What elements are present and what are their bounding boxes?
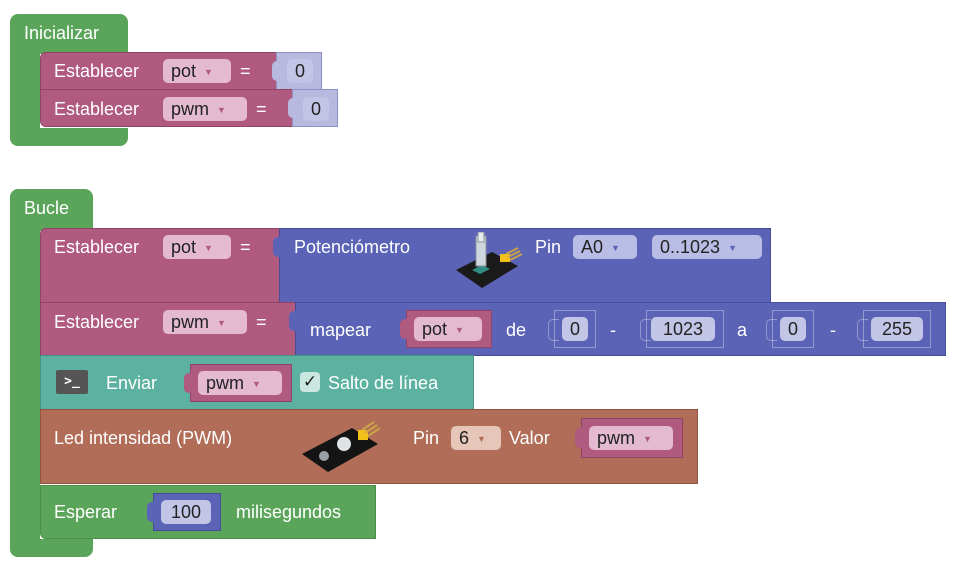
set-pot-block[interactable] xyxy=(40,52,280,90)
potentiometer-module-image xyxy=(456,232,522,288)
number-field[interactable]: 0 xyxy=(303,97,329,121)
equals-sign: = xyxy=(256,312,267,332)
number-socket xyxy=(863,310,931,348)
socket-notch xyxy=(147,502,157,522)
socket-notch xyxy=(272,61,282,81)
terminal-icon: >_ xyxy=(56,370,88,394)
map-label: mapear xyxy=(310,320,372,340)
to-low-field[interactable]: 0 xyxy=(780,317,806,341)
number-socket xyxy=(772,310,814,348)
loop-block-header[interactable] xyxy=(10,189,93,231)
pin-value: A0 xyxy=(581,237,604,257)
dropdown-arrow-icon: ▼ xyxy=(204,243,213,254)
dropdown-arrow-icon: ▼ xyxy=(204,67,213,78)
variable-dropdown-pwm[interactable]: pwm ▼ xyxy=(198,371,282,395)
dropdown-arrow-icon: ▼ xyxy=(217,318,226,329)
led-label: Led intensidad (PWM) xyxy=(54,428,233,448)
variable-name: pot xyxy=(171,237,197,257)
from-low-field[interactable]: 0 xyxy=(562,317,588,341)
init-block-title: Inicializar xyxy=(24,23,100,43)
wait-label: Esperar xyxy=(54,502,118,522)
range-dropdown[interactable]: 0..1023 ▼ xyxy=(652,235,762,259)
dropdown-arrow-icon: ▼ xyxy=(477,434,486,445)
wait-unit-label: milisegundos xyxy=(236,502,342,522)
variable-name: pwm xyxy=(206,373,245,393)
number-socket xyxy=(554,310,596,348)
dropdown-arrow-icon: ▼ xyxy=(611,243,620,254)
variable-name: pwm xyxy=(171,312,210,332)
dropdown-arrow-icon: ▼ xyxy=(252,379,261,390)
socket-notch xyxy=(288,98,298,118)
init-block-footer xyxy=(10,128,128,146)
loop-block-footer xyxy=(10,539,93,557)
wait-ms-field[interactable]: 100 xyxy=(161,500,211,524)
dropdown-arrow-icon: ▼ xyxy=(455,325,464,336)
loop-block-arm xyxy=(10,225,40,557)
range-value: 0..1023 xyxy=(660,237,721,257)
value-label: Valor xyxy=(509,428,550,448)
init-block-header[interactable] xyxy=(10,14,128,54)
socket-notch xyxy=(640,319,651,341)
potentiometer-label: Potenciómetro xyxy=(294,237,411,257)
dash: - xyxy=(830,320,836,340)
set-label: Establecer xyxy=(54,61,140,81)
pin-label: Pin xyxy=(413,428,440,448)
from-high-field[interactable]: 1023 xyxy=(651,317,715,341)
newline-checkbox[interactable]: ✓ xyxy=(300,372,320,392)
variable-name: pwm xyxy=(597,428,636,448)
socket-notch xyxy=(289,311,299,331)
socket-notch xyxy=(184,373,194,393)
number-socket xyxy=(646,310,724,348)
variable-dropdown-pot[interactable]: pot ▼ xyxy=(414,317,482,341)
variable-name: pot xyxy=(171,61,197,81)
variable-name: pwm xyxy=(171,99,210,119)
pin-label: Pin xyxy=(535,237,562,257)
set-label: Establecer xyxy=(54,99,140,119)
variable-dropdown-pwm[interactable]: pwm ▼ xyxy=(589,426,673,450)
dropdown-arrow-icon: ▼ xyxy=(217,105,226,116)
to-high-field[interactable]: 255 xyxy=(871,317,923,341)
send-label: Enviar xyxy=(106,373,158,393)
equals-sign: = xyxy=(240,61,251,81)
socket-notch xyxy=(857,319,868,341)
variable-dropdown-pot[interactable]: pot ▼ xyxy=(163,59,231,83)
socket-notch xyxy=(766,319,777,341)
led-module-image xyxy=(302,421,381,472)
variable-dropdown-pwm[interactable]: pwm ▼ xyxy=(163,310,247,334)
equals-sign: = xyxy=(240,237,251,257)
to-label: a xyxy=(737,320,748,340)
pin-dropdown[interactable]: A0 ▼ xyxy=(573,235,637,259)
variable-name: pot xyxy=(422,319,448,339)
from-label: de xyxy=(506,320,527,340)
dropdown-arrow-icon: ▼ xyxy=(643,434,652,445)
dropdown-arrow-icon: ▼ xyxy=(728,243,737,254)
map-block[interactable] xyxy=(295,302,946,356)
set-label: Establecer xyxy=(54,237,140,257)
dash: - xyxy=(610,320,616,340)
socket-notch xyxy=(575,428,585,448)
set-label: Establecer xyxy=(54,312,140,332)
socket-notch xyxy=(548,319,559,341)
equals-sign: = xyxy=(256,99,267,119)
socket-notch xyxy=(400,319,410,339)
pin-dropdown[interactable]: 6▼ xyxy=(451,426,501,450)
variable-dropdown-pwm[interactable]: pwm ▼ xyxy=(163,97,247,121)
number-field[interactable]: 0 xyxy=(287,59,313,83)
variable-dropdown-pot[interactable]: pot ▼ xyxy=(163,235,231,259)
socket-notch xyxy=(273,237,283,257)
pin-value: 6 xyxy=(459,428,470,448)
newline-label: Salto de línea xyxy=(328,373,439,393)
loop-block-title: Bucle xyxy=(24,198,70,218)
